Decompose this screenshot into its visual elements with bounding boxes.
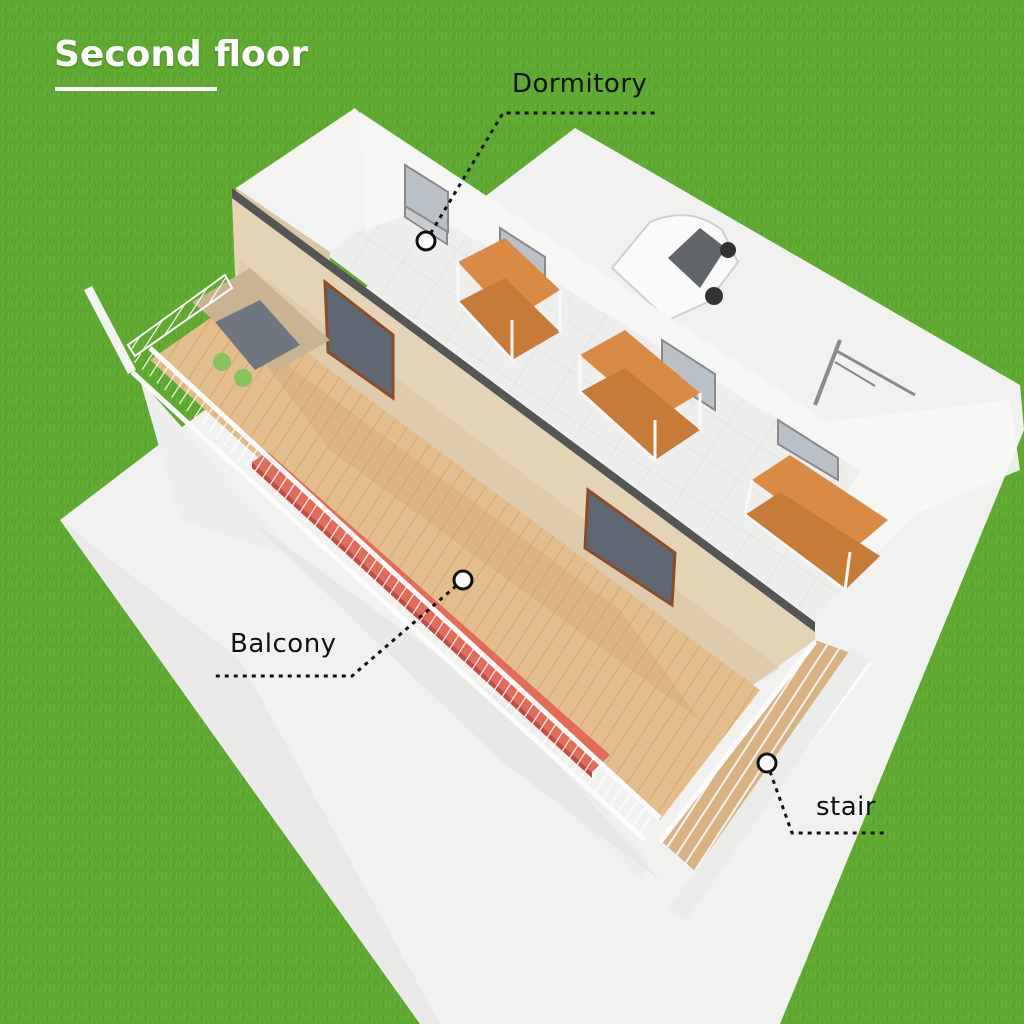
dorm-window-4 bbox=[777, 418, 839, 482]
dorm-window-1-shape bbox=[404, 163, 449, 234]
dormitory-right-wall bbox=[360, 112, 930, 560]
balcony-railing bbox=[130, 350, 660, 840]
side-railing bbox=[126, 273, 234, 358]
dormitory-front-wall bbox=[232, 188, 815, 635]
balcony-shadow bbox=[240, 330, 700, 720]
callout-dormitory-dot bbox=[415, 230, 437, 252]
umbrella bbox=[800, 339, 1020, 520]
lounge-furniture bbox=[192, 268, 330, 387]
page-title: Second floor bbox=[54, 34, 309, 75]
callout-balcony-dot bbox=[452, 569, 474, 591]
parked-car bbox=[610, 214, 740, 322]
callout-stair bbox=[765, 762, 888, 835]
balcony-label: Balcony bbox=[230, 629, 337, 659]
dormitory-floor bbox=[240, 110, 930, 620]
balcony-deck bbox=[150, 300, 760, 820]
ground-slab-shadow bbox=[60, 520, 440, 1024]
title-underline bbox=[55, 87, 217, 91]
bunk-bed-2 bbox=[578, 330, 702, 464]
callout-balcony bbox=[212, 578, 464, 678]
lower-floor-deck bbox=[250, 520, 660, 880]
bunk-bed-3 bbox=[743, 455, 888, 593]
callout-stair-dot bbox=[756, 752, 778, 774]
sliding-door-1 bbox=[323, 278, 395, 401]
dormitory-label: Dormitory bbox=[512, 69, 648, 99]
sliding-door-2 bbox=[583, 487, 677, 608]
bunk-bed-1 bbox=[456, 238, 562, 364]
corner-post bbox=[84, 285, 136, 375]
stair-label: stair bbox=[816, 792, 877, 822]
